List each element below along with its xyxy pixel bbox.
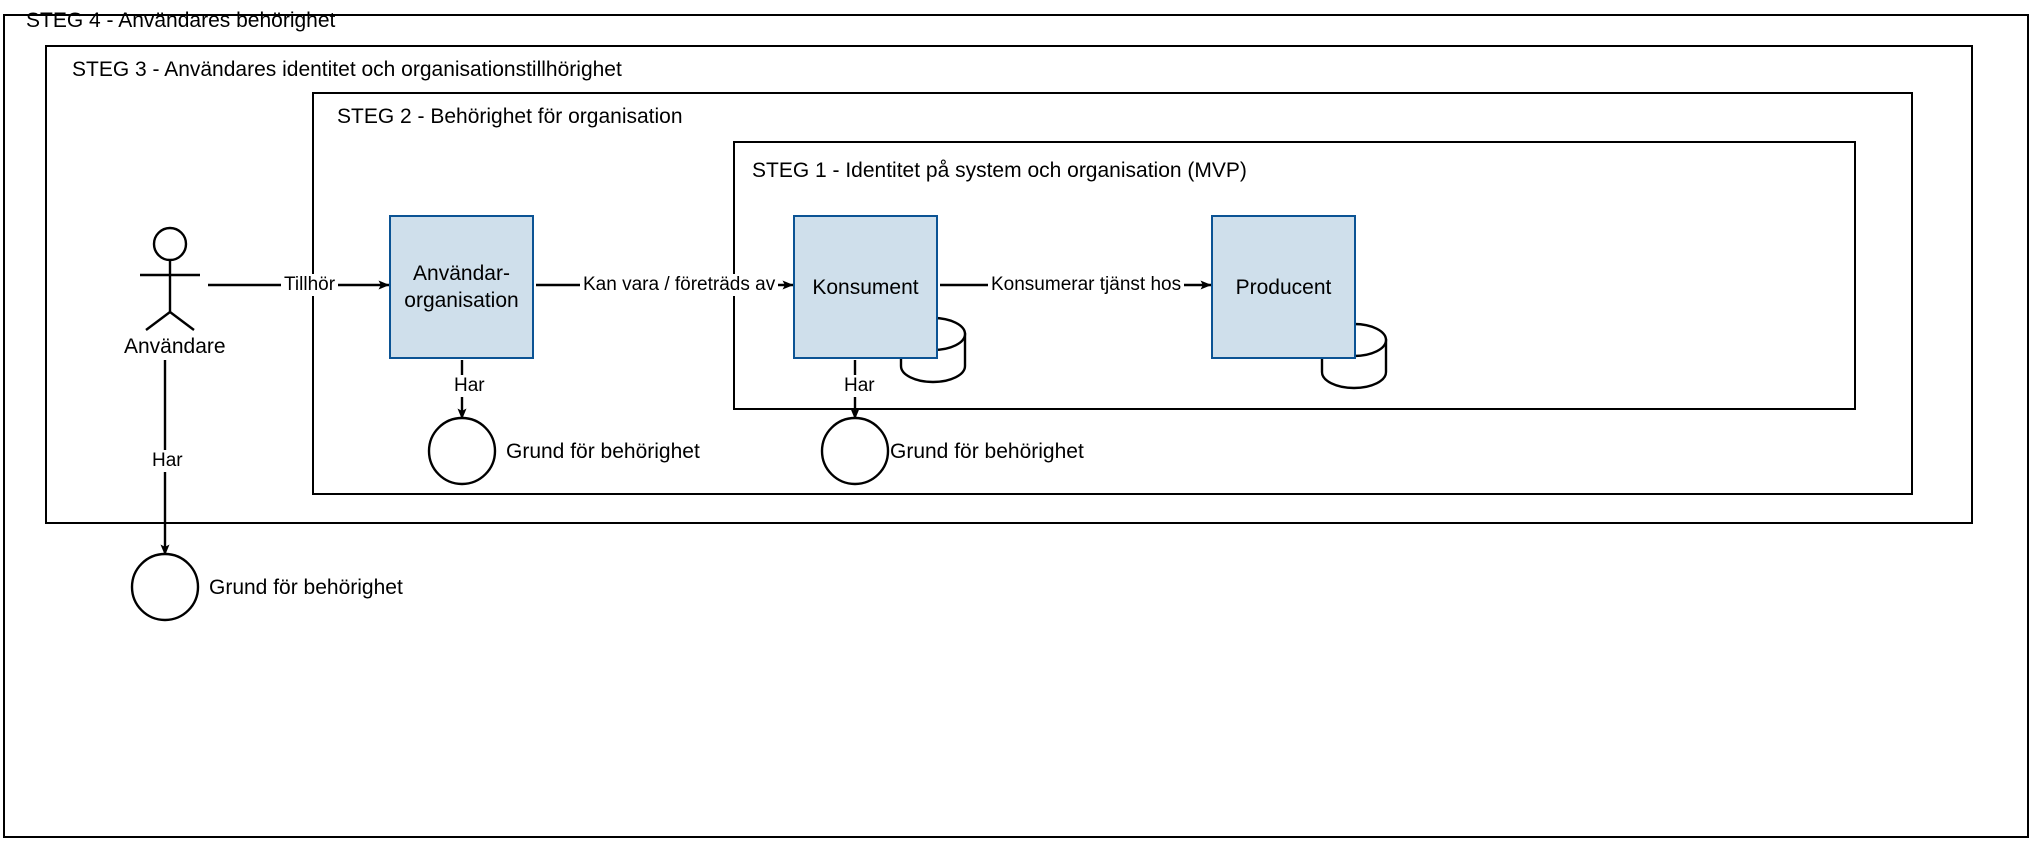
container-steg4	[3, 14, 2029, 838]
edge-label-har-anvandare: Har	[149, 450, 186, 472]
container-steg2-label: STEG 2 - Behörighet för organisation	[337, 105, 683, 128]
container-steg3	[45, 45, 1973, 524]
actor-anvandare	[140, 226, 200, 331]
node-grund-anvandare-label: Grund för behörighet	[209, 576, 403, 599]
node-grund-anvandare	[130, 552, 200, 622]
node-anvandar-organisation-label: Användar- organisation	[404, 262, 519, 312]
node-anvandare-label: Användare	[124, 335, 226, 358]
node-konsument-label: Konsument	[812, 275, 919, 299]
edge-label-tillhor: Tillhör	[281, 274, 339, 296]
container-steg3-label: STEG 3 - Användares identitet och organi…	[72, 58, 622, 81]
container-steg1-label: STEG 1 - Identitet på system och organis…	[752, 159, 1247, 182]
edge-label-har-organisation: Har	[451, 375, 488, 397]
node-grund-organisation	[427, 416, 497, 486]
node-grund-konsument	[820, 416, 890, 486]
edge-label-kan-vara-foretrads-av: Kan vara / företräds av	[580, 274, 779, 296]
node-anvandar-organisation[interactable]: Användar- organisation	[389, 215, 534, 359]
node-producent[interactable]: Producent	[1211, 215, 1356, 359]
edge-label-har-konsument: Har	[841, 375, 878, 397]
node-konsument[interactable]: Konsument	[793, 215, 938, 359]
edge-label-konsumerar-tjanst-hos: Konsumerar tjänst hos	[988, 274, 1185, 296]
node-grund-konsument-label: Grund för behörighet	[890, 440, 1084, 463]
container-steg4-label: STEG 4 - Användares behörighet	[26, 9, 336, 32]
node-producent-label: Producent	[1235, 275, 1332, 299]
node-grund-organisation-label: Grund för behörighet	[506, 440, 700, 463]
